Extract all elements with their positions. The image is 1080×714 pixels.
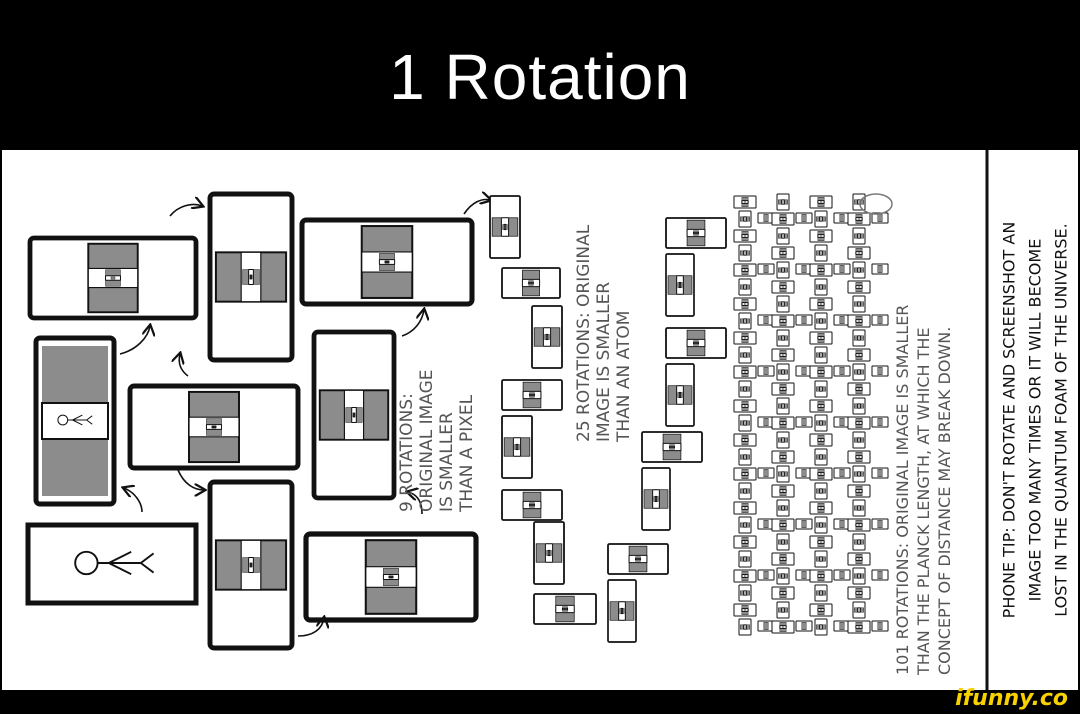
phone-small-14-inner-inner-frame <box>693 341 699 345</box>
phone-small-9-inner-inner-frame <box>620 607 624 615</box>
phone-small-13-inner-inner-frame <box>678 391 682 399</box>
arrow-9 <box>463 200 490 215</box>
label-25-line-2: IMAGE IS SMALLER <box>594 281 614 442</box>
ifunny-watermark: ifunny.co <box>955 686 1068 711</box>
tiny-side-1-7-band <box>801 315 807 324</box>
phone-5-inner-inner-inner-frame <box>211 426 217 428</box>
tip-line-3: LOST IN THE QUANTUM FOAM OF THE UNIVERSE… <box>1051 223 1071 617</box>
tiny-side-0-10-band <box>763 366 769 375</box>
comic-panel: 9 ROTATIONS: ORIGINAL IMAGE IS SMALLER T… <box>2 150 1078 690</box>
phone-small-11-inner-inner-frame <box>654 495 658 503</box>
tiny-side-0-13-band <box>763 418 769 427</box>
tiny-side-2-19-band <box>839 520 845 529</box>
phone-2-top <box>42 346 108 402</box>
tiny-side-1-4-band <box>801 264 807 273</box>
tip-line-1: PHONE TIP: DON'T ROTATE AND SCREENSHOT A… <box>999 221 1019 619</box>
tiny-side-0-4-band <box>763 264 769 273</box>
tiny-side-0-1-band <box>763 213 769 222</box>
tiny-side-2-16-band <box>839 469 845 478</box>
phone-small-12-inner-inner-frame <box>669 445 675 449</box>
tiny-side-2-13-band <box>839 418 845 427</box>
highlight-circle <box>859 193 893 215</box>
tiny-side-3-1-band <box>877 213 883 222</box>
comic-drawing <box>25 150 989 690</box>
phone-small-3-inner-inner-frame <box>545 333 549 341</box>
tiny-side-1-19-band <box>801 520 807 529</box>
tiny-side-3-16-band <box>877 469 883 478</box>
page-title: 1 Rotation <box>389 41 691 113</box>
tiny-side-2-22-band <box>839 571 845 580</box>
phone-small-7-inner-inner-frame <box>547 549 551 557</box>
tiny-side-1-22-band <box>801 571 807 580</box>
label-101-rotations: 101 ROTATIONS: ORIGINAL IMAGE IS SMALLER… <box>892 305 955 675</box>
label-101-line-1: 101 ROTATIONS: ORIGINAL IMAGE IS SMALLER <box>893 304 912 675</box>
tip-line-2: IMAGE TOO MANY TIMES OR IT WILL BECOME <box>1025 238 1045 602</box>
label-25-rotations: 25 ROTATIONS: ORIGINAL IMAGE IS SMALLER … <box>574 225 634 442</box>
label-9-line-4: THAN A PIXEL <box>457 394 477 512</box>
arrow-1 <box>169 204 202 217</box>
label-101-line-2: THAN THE PLANCK LENGTH, AT WHICH THE <box>914 327 933 675</box>
phone-small-4-inner-inner-frame <box>529 393 535 397</box>
tiny-side-3-10-band <box>877 366 883 375</box>
tiny-side-1-1-band <box>801 213 807 222</box>
tiny-side-3-4-band <box>877 264 883 273</box>
arrow-4 <box>177 469 204 490</box>
tiny-side-2-4-band <box>839 264 845 273</box>
tiny-side-0-25-band <box>763 622 769 631</box>
phone-6-inner-inner-inner-frame <box>250 562 252 568</box>
arrow-3 <box>179 354 189 377</box>
tiny-side-1-16-band <box>801 469 807 478</box>
phone-9-inner-inner-inner-frame <box>388 576 394 578</box>
tiny-side-2-1-band <box>839 213 845 222</box>
label-101-line-3: CONCEPT OF DISTANCE MAY BREAK DOWN. <box>935 326 954 675</box>
tiny-side-3-7-band <box>877 315 883 324</box>
phone-8-inner-inner-inner-frame <box>353 412 355 418</box>
tiny-side-3-13-band <box>877 418 883 427</box>
label-9-line-2: ORIGINAL IMAGE <box>417 369 437 512</box>
phone-small-2-inner-inner-frame <box>528 281 534 285</box>
tiny-side-0-7-band <box>763 315 769 324</box>
tiny-side-2-25-band <box>839 622 845 631</box>
phone-small-16-inner-inner-frame <box>693 231 699 235</box>
tiny-side-1-10-band <box>801 366 807 375</box>
phone-4-inner-inner-inner-frame <box>250 274 252 280</box>
phone-7-inner-inner-inner-frame <box>384 261 390 263</box>
phone-small-15-inner-inner-frame <box>678 281 682 289</box>
tiny-side-0-19-band <box>763 520 769 529</box>
tiny-side-2-7-band <box>839 315 845 324</box>
arrow-8 <box>408 492 423 515</box>
tiny-side-3-19-band <box>877 520 883 529</box>
tiny-side-3-25-band <box>877 622 883 631</box>
phone-small-10-inner-inner-frame <box>635 557 641 561</box>
phone-tip-caption: PHONE TIP: DON'T ROTATE AND SCREENSHOT A… <box>992 154 1078 686</box>
tiny-side-0-16-band <box>763 469 769 478</box>
tiny-side-0-22-band <box>763 571 769 580</box>
arrow-2 <box>119 326 150 355</box>
tiny-side-3-22-band <box>877 571 883 580</box>
label-9-rotations: 9 ROTATIONS: ORIGINAL IMAGE IS SMALLER T… <box>397 369 477 512</box>
phone-small-5-inner-inner-frame <box>515 443 519 451</box>
arrow-7 <box>401 310 424 337</box>
stick-figure-medium-body <box>67 414 93 426</box>
arrow-6 <box>297 618 324 637</box>
arrow-5 <box>124 488 143 513</box>
label-25-line-1: 25 ROTATIONS: ORIGINAL <box>574 224 594 442</box>
label-9-line-1: 9 ROTATIONS: <box>397 393 417 512</box>
phone-2-bottom <box>42 440 108 496</box>
stick-figure-large-body <box>97 550 155 576</box>
tiny-side-1-13-band <box>801 418 807 427</box>
label-9-line-3: IS SMALLER <box>437 412 457 512</box>
phone-3-inner-inner-band <box>110 276 116 280</box>
tiny-side-2-10-band <box>839 366 845 375</box>
phone-small-6-inner-inner-frame <box>529 503 535 507</box>
label-25-line-3: THAN AN ATOM <box>614 310 634 442</box>
phone-small-1-inner-inner-frame <box>503 223 507 231</box>
phone-small-8-inner-inner-frame <box>561 607 569 611</box>
tiny-side-1-25-band <box>801 622 807 631</box>
